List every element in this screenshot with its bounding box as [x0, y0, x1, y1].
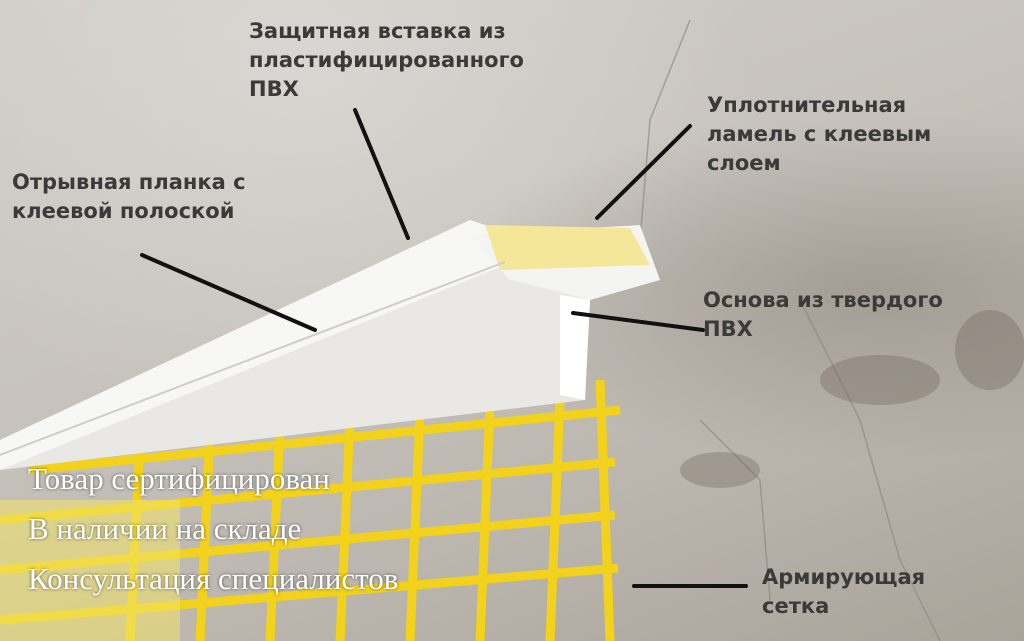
leader-line-rigid-base	[571, 311, 705, 332]
wall-stains	[680, 310, 1024, 488]
label-sealing-lamella: Уплотнительная ламель с клеевым слоем	[707, 93, 932, 175]
promo-consultation: Консультация специалистов	[28, 561, 399, 596]
leader-line-protective-insert	[353, 108, 410, 240]
leader-line-tear-off-strip	[140, 253, 317, 332]
label-rigid-base: Основа из твердого ПВХ	[703, 288, 943, 341]
wall-cracks	[639, 19, 941, 641]
promo-certified: Товар сертифицирован	[28, 461, 330, 496]
promo-in-stock: В наличии на складе	[28, 511, 302, 546]
leader-lines	[140, 108, 748, 588]
leader-line-sealing-lamella	[595, 124, 692, 220]
label-reinforcing-mesh: Армирующая сетка	[762, 565, 926, 618]
pvc-profile	[0, 220, 660, 470]
mesh-glow	[0, 500, 180, 641]
label-protective-insert: Защитная вставка из пластифицированного …	[249, 19, 524, 101]
label-tear-off-strip: Отрывная планка с клеевой полоской	[12, 170, 246, 223]
